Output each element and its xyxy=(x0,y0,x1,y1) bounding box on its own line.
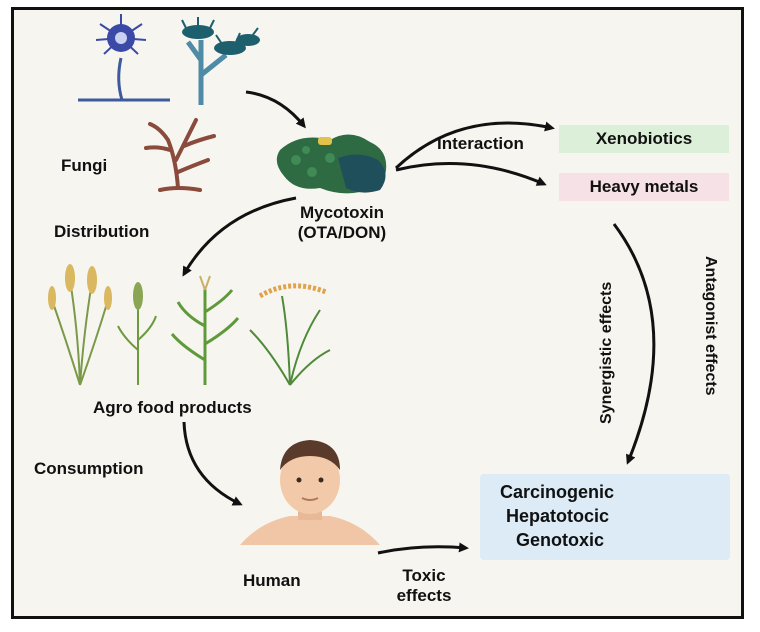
fungi-label: Fungi xyxy=(61,156,108,175)
interaction-label: Interaction xyxy=(437,134,524,153)
toxic-effects-label: Toxic effects xyxy=(384,566,464,607)
arrow-toxic-effects xyxy=(377,542,469,555)
human-face-icon xyxy=(240,440,380,545)
antagonist-effects-label: Antagonist effects xyxy=(702,256,719,396)
fungus-branch-icon xyxy=(181,17,260,105)
xenobiotics-box: Xenobiotics xyxy=(559,125,729,153)
arrow-to-xenobiotics xyxy=(394,121,555,170)
toxic-effects-line2: effects xyxy=(396,586,452,606)
effect-carcinogenic: Carcinogenic xyxy=(500,482,615,502)
mycotoxin-label: Mycotoxin (OTA/DON) xyxy=(292,203,392,244)
effect-genotoxic: Genotoxic xyxy=(516,530,605,550)
arrow-interaction-effects xyxy=(612,223,656,465)
mycotoxin-label-line1: Mycotoxin xyxy=(299,203,385,222)
heavy-metals-box: Heavy metals xyxy=(559,173,729,201)
mycotoxin-molecule-icon xyxy=(276,134,387,194)
crop-plants-icon xyxy=(48,264,331,386)
arrow-to-heavy-metals xyxy=(395,162,547,186)
arrow-fungi-to-mycotoxin xyxy=(245,90,306,129)
effect-hepatotocic: Hepatotocic xyxy=(506,506,610,526)
mycotoxin-label-line2: (OTA/DON) xyxy=(297,223,387,243)
toxic-effects-box: Carcinogenic Hepatotocic Genotoxic xyxy=(480,474,730,560)
synergistic-effects-label: Synergistic effects xyxy=(598,281,615,424)
fungus-mold-icon xyxy=(78,14,170,102)
toxic-effects-line1: Toxic xyxy=(402,566,446,585)
human-label: Human xyxy=(243,571,301,590)
arrow-consumption xyxy=(182,421,243,506)
distribution-label: Distribution xyxy=(54,222,150,241)
agro-food-products-label: Agro food products xyxy=(93,398,252,417)
fungus-coral-icon xyxy=(144,118,216,192)
consumption-label: Consumption xyxy=(34,459,144,478)
arrow-distribution xyxy=(182,196,297,277)
